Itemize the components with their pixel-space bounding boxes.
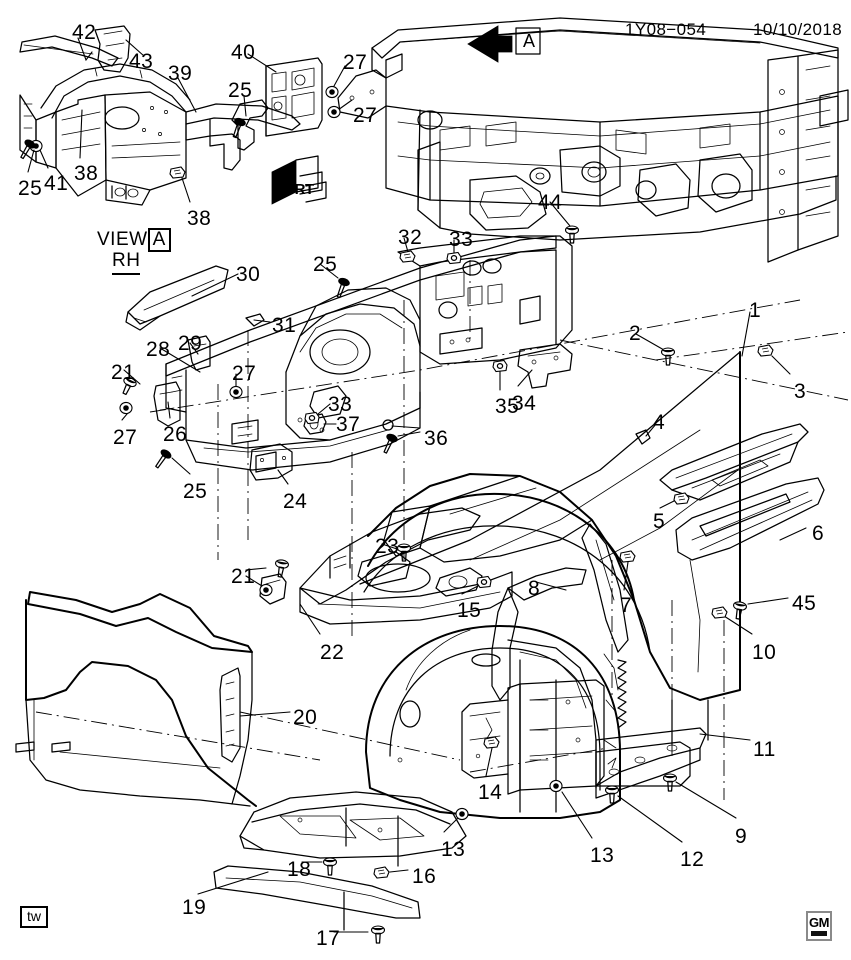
- callout-38: 38: [187, 207, 212, 230]
- drawing-date: 10/10/2018: [753, 20, 843, 39]
- callout-27: 27: [353, 104, 378, 127]
- callout-43: 43: [129, 50, 154, 73]
- tw-code-box: tw: [20, 906, 48, 929]
- callout-17: 17: [316, 927, 341, 950]
- callout-25: 25: [228, 79, 253, 102]
- callout-25: 25: [183, 480, 208, 503]
- frt-direction-indicator: [271, 155, 327, 205]
- callout-31: 31: [272, 314, 297, 337]
- callout-15: 15: [457, 599, 482, 622]
- callout-30: 30: [236, 263, 261, 286]
- callout-33: 33: [328, 393, 353, 416]
- callout-13: 13: [441, 838, 466, 861]
- callout-12: 12: [680, 848, 705, 871]
- callout-25: 25: [313, 253, 338, 276]
- callout-13: 13: [590, 844, 615, 867]
- callout-42: 42: [72, 21, 97, 44]
- view-a-detail-group: [19, 25, 327, 206]
- view-a-letter-box: A: [147, 228, 171, 252]
- callout-37: 37: [336, 413, 361, 436]
- frt-arrow-label: FRT: [286, 181, 314, 198]
- callout-38: 38: [74, 162, 99, 185]
- callout-27: 27: [232, 362, 257, 385]
- callout-32: 32: [398, 226, 423, 249]
- fasteners-and-leaders: [16, 37, 807, 944]
- callout-14: 14: [478, 781, 503, 804]
- callout-40: 40: [231, 41, 256, 64]
- lower-brace-group: [461, 679, 709, 799]
- gm-logo: GM: [806, 911, 832, 941]
- gm-logo-bar: [811, 930, 827, 936]
- view-a-side-label: RH: [112, 250, 141, 275]
- view-a-word: VIEW: [97, 229, 148, 250]
- callout-11: 11: [753, 738, 776, 761]
- callout-41: 41: [44, 172, 69, 195]
- drawing-number: 1Y08−054: [625, 20, 707, 39]
- callout-2: 2: [629, 322, 642, 345]
- callout-33: 33: [449, 228, 474, 251]
- callout-6: 6: [812, 522, 825, 545]
- callout-36: 36: [424, 427, 449, 450]
- callout-4: 4: [653, 411, 666, 434]
- callout-18: 18: [287, 858, 312, 881]
- callout-7: 7: [620, 594, 633, 617]
- callout-5: 5: [653, 510, 666, 533]
- callout-20: 20: [293, 706, 318, 729]
- cowl-panel-group: [337, 17, 849, 263]
- callout-16: 16: [412, 865, 437, 888]
- callout-3: 3: [794, 380, 807, 403]
- callout-45: 45: [792, 592, 817, 615]
- callout-28: 28: [146, 338, 171, 361]
- callout-10: 10: [752, 641, 777, 664]
- callout-27: 27: [113, 426, 138, 449]
- callout-26: 26: [163, 423, 188, 446]
- gm-logo-text: GM: [809, 915, 829, 930]
- callout-22: 22: [320, 641, 345, 664]
- lower-deflector-group: [213, 791, 467, 931]
- callout-23: 23: [375, 535, 400, 558]
- fender-inner-bracket-group: [259, 475, 593, 625]
- callout-27: 27: [343, 51, 368, 74]
- section-arrow-a: [467, 25, 541, 63]
- callout-24: 24: [283, 490, 308, 513]
- callout-21: 21: [111, 361, 136, 384]
- callout-35: 35: [495, 395, 520, 418]
- front-fascia-group: [15, 591, 461, 807]
- upper-rail-group: [125, 235, 801, 640]
- fender-molding-group: [491, 423, 825, 701]
- section-arrow-letter: A: [522, 31, 535, 51]
- callout-34: 34: [512, 392, 537, 415]
- callout-9: 9: [735, 825, 748, 848]
- callout-21: 21: [231, 565, 256, 588]
- callout-19: 19: [182, 896, 207, 919]
- callout-8: 8: [528, 577, 541, 600]
- callout-25: 25: [18, 177, 43, 200]
- view-a-side-text: RH: [112, 250, 141, 275]
- callout-29: 29: [178, 332, 203, 355]
- callout-44: 44: [538, 191, 563, 214]
- callout-1: 1: [749, 299, 762, 322]
- callout-39: 39: [168, 62, 193, 85]
